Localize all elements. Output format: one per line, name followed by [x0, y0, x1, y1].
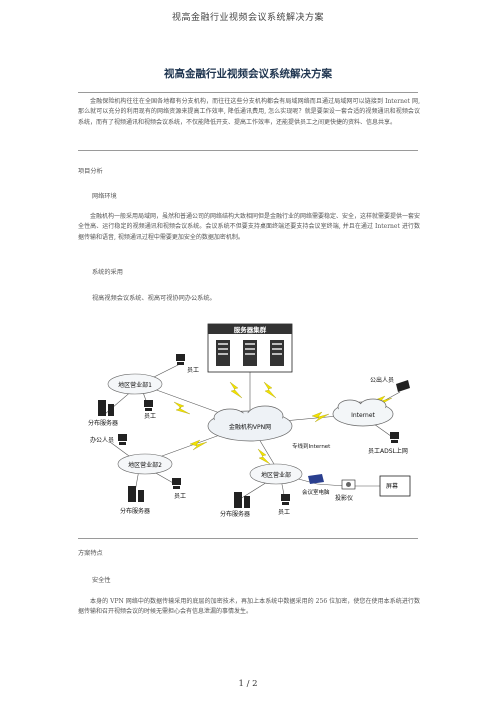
diagram-rule [78, 538, 418, 539]
laptop-icon [308, 474, 324, 484]
internet-cloud: Internet [332, 398, 394, 427]
region-2-cloud: 地区营业部2 [117, 453, 173, 475]
intro-rule [78, 150, 418, 151]
running-header: 视高金融行业视频会议系统解决方案 [171, 13, 324, 23]
intro-paragraph: 金融保险机构往往在全国各地都有分支机构，而往往这些分支机构都会有局域网络而且通过… [78, 98, 420, 126]
adsl-employee-label: 员工ADSL上网 [368, 447, 408, 455]
dedicated-line-label: 专线到Internet [292, 442, 331, 450]
meeting-room-pc-label: 会议室电脑 [302, 488, 330, 496]
employee-label-1: 员工 [187, 367, 199, 374]
network-paragraph: 金融机构一般采用局域网，虽然和普通公司的网络结构大致相同但是金融行业的网络需要稳… [78, 213, 421, 241]
dist-server-label-2: 分布服务器 [120, 507, 150, 515]
document-title: 视高金融行业视频会议系统解决方案 [164, 68, 332, 80]
network-topology-diagram: 服务器集群 金融机构VPN网 Internet 专线到Internet 地区营业… [88, 323, 411, 518]
subheading-system: 系统的采用 [92, 269, 123, 276]
page-number: 1 / 2 [238, 679, 258, 689]
dist-server-label-3: 分布服务器 [220, 510, 250, 518]
title-rule [78, 92, 418, 93]
region-3-cloud: 地区营业部 [249, 463, 303, 485]
screen-label: 屏幕 [386, 482, 398, 490]
employee-label-4: 员工 [278, 509, 290, 516]
employee-label-3: 员工 [174, 493, 186, 500]
employee-label-2: 员工 [144, 413, 156, 420]
projector-label: 投影仪 [335, 494, 353, 502]
system-paragraph: 视高视频会议系统、视高可视协同办公系统。 [92, 295, 216, 302]
section-heading-analysis: 项目分析 [78, 168, 103, 175]
lightning-icons [173, 381, 393, 465]
security-paragraph: 本身的 VPN 网络中的数据传输采用的底层的加密技术，再加上本系统中数据采用的 … [78, 598, 420, 616]
section-heading-features: 方案特点 [78, 550, 103, 557]
server-cluster-label: 服务器集群 [234, 325, 267, 334]
office-staff-label: 办公人员 [90, 436, 114, 444]
region-1-cloud: 地区营业部1 [107, 373, 163, 395]
vpn-cloud-label: 金融机构VPN网 [229, 423, 271, 431]
screen-icon [379, 475, 411, 497]
region-2-label: 地区营业部2 [128, 461, 162, 469]
region-3-label: 地区营业部 [261, 471, 291, 479]
traveler-label: 公出人员 [370, 376, 394, 384]
vpn-cloud: 金融机构VPN网 [207, 405, 293, 442]
server-cluster: 服务器集群 [207, 323, 293, 373]
subheading-security: 安全性 [92, 577, 111, 584]
internet-cloud-label: Internet [351, 412, 375, 419]
dist-server-label-1: 分布服务器 [88, 419, 118, 427]
region-1-label: 地区营业部1 [118, 381, 152, 389]
device-icons [98, 354, 410, 508]
subheading-network: 网络环境 [92, 193, 117, 200]
